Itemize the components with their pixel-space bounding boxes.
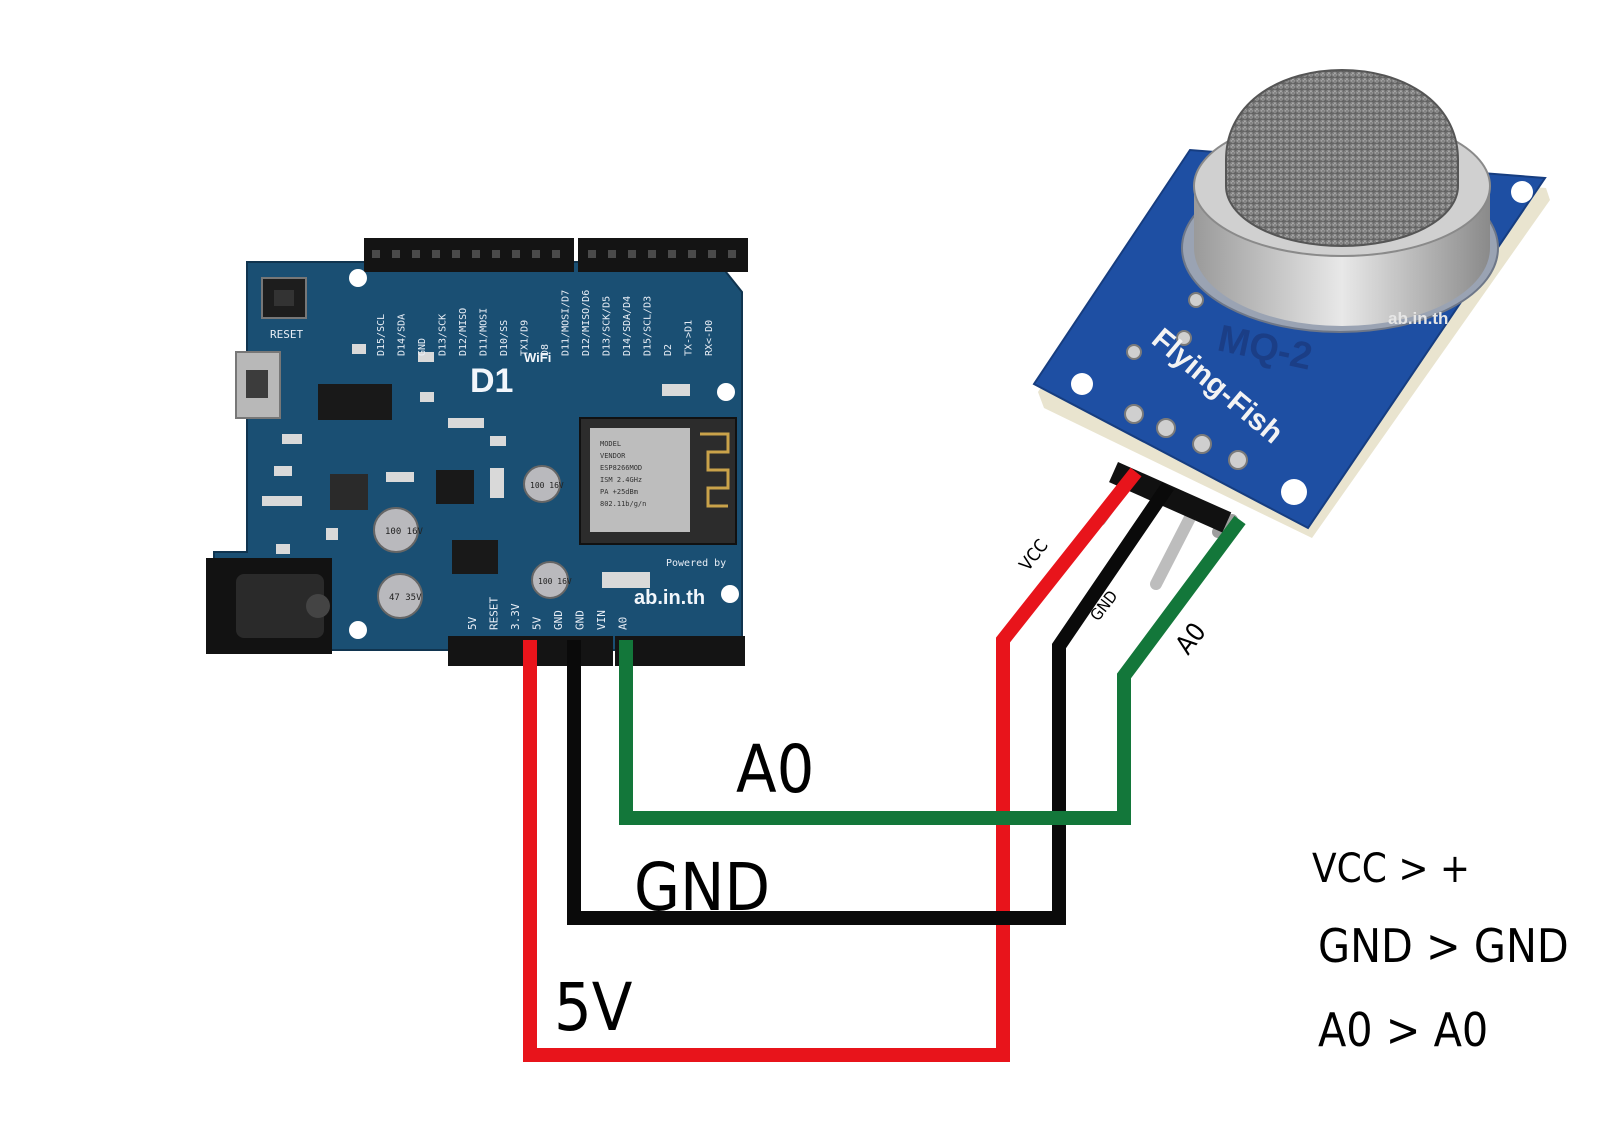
chip-text: ESP8266MOD (600, 464, 642, 472)
board-name: D1 (470, 362, 513, 400)
wifi-label: WiFi (524, 350, 551, 365)
pin-label: D10/SS (499, 320, 510, 356)
header-top-right (578, 238, 748, 272)
chip-text: MODEL (600, 440, 621, 448)
pin-label: GND (417, 338, 428, 356)
mount-hole (717, 383, 735, 401)
capacitor: 47 35V (377, 573, 423, 619)
pin-label: RX<-D0 (704, 320, 715, 356)
sensor-header-housing (1109, 462, 1232, 533)
a0-small-label: A0 (1170, 618, 1213, 661)
pin-label: A0 (617, 617, 630, 630)
pin-label: GND (552, 610, 565, 630)
pin-label: D2 (663, 344, 674, 356)
top-pin-labels: D15/SCL D14/SDA GND D13/SCK D12/MISO D11/MOSI… (376, 290, 715, 356)
capacitor: 100 16V (373, 507, 424, 553)
pin-label: 3.3V (509, 603, 522, 630)
gnd-wire-label: GND (634, 849, 770, 926)
pin-label: D11/MOSI (479, 308, 490, 356)
sensor-brand: ab.in.th (1388, 309, 1448, 328)
mount-hole (721, 585, 739, 603)
chip-text: ISM 2.4GHz (600, 476, 642, 484)
mount-hole (1511, 181, 1533, 203)
mount-hole (349, 621, 367, 639)
svg-text:100 16V: 100 16V (530, 481, 564, 490)
pin-label: D11/MOSI/D7 (561, 290, 572, 356)
d1-board: RESET 100 16V 47 35V 100 16V 100 16V MOD… (206, 238, 748, 666)
pin-label: D13/SCK/D5 (602, 296, 613, 356)
mount-hole (1281, 479, 1307, 505)
antenna-trace (700, 432, 730, 508)
usb-serial-chip (318, 384, 392, 420)
pin-label: D12/MISO/D6 (581, 290, 592, 356)
chip-text: 802.11b/g/n (600, 500, 646, 508)
capacitor: 100 16V (531, 561, 572, 599)
svg-text:100 16V: 100 16V (385, 527, 424, 537)
pin-label: D12/MISO (458, 308, 469, 356)
inductor (330, 474, 368, 510)
chip-text: PA +25dBm (600, 488, 638, 496)
wires (523, 467, 1246, 1062)
sensor-pads (1124, 292, 1248, 470)
board-brand: ab.in.th (634, 587, 705, 609)
header-top-pins (372, 250, 736, 258)
legend-row-vcc: VCC > + (1312, 846, 1470, 892)
pin-label: D13/SCK (438, 314, 449, 356)
pin-label: D15/SCL (376, 314, 387, 356)
pin-label: 5V (531, 616, 544, 630)
regulator-chip (452, 540, 498, 574)
vcc-small-label: VCC (1015, 536, 1052, 575)
wire-a0 (619, 515, 1246, 825)
sensor-mesh-cap (1225, 69, 1459, 247)
header-bottom-right (615, 636, 745, 666)
capacitor: 100 16V (523, 465, 564, 503)
pin-label: GND (574, 610, 587, 630)
pin-label: TX1/D9 (520, 320, 531, 356)
pin-label: D14/SDA (397, 314, 408, 356)
bottom-pin-labels: 5V RESET 3.3V 5V GND GND VIN A0 (466, 597, 630, 630)
powered-by-label: Powered by (666, 558, 726, 569)
5v-wire-label: 5V (554, 969, 633, 1046)
wire-5v (523, 467, 1142, 1062)
mount-hole (1071, 373, 1093, 395)
pin-label: D8 (540, 344, 551, 356)
pin-label: VIN (595, 610, 608, 630)
wire-gnd (567, 482, 1174, 925)
pin-label: D15/SCL/D3 (643, 296, 654, 356)
legend-row-a0: A0 > A0 (1318, 1003, 1488, 1057)
mq2-sensor: MQ-2 ab.in.th Flying-Fish (1032, 69, 1550, 590)
legend-row-gnd: GND > GND (1318, 919, 1569, 973)
esp-shield-can (590, 428, 690, 532)
reset-label: RESET (270, 328, 303, 341)
a0-wire-label: A0 (736, 731, 814, 808)
regulator-chip (436, 470, 474, 504)
mount-hole (349, 269, 367, 287)
pin-mapping-legend: VCC > + GND > GND A0 > A0 (1312, 846, 1569, 1057)
chip-text: VENDOR (600, 452, 626, 460)
pin-label: RESET (488, 597, 501, 630)
pin-label: D14/SDA/D4 (622, 296, 633, 356)
smd-components (262, 344, 690, 588)
pin-label: TX->D1 (684, 320, 695, 356)
svg-text:47 35V: 47 35V (389, 593, 422, 603)
svg-text:100 16V: 100 16V (538, 577, 572, 586)
pin-label: 5V (466, 616, 479, 630)
